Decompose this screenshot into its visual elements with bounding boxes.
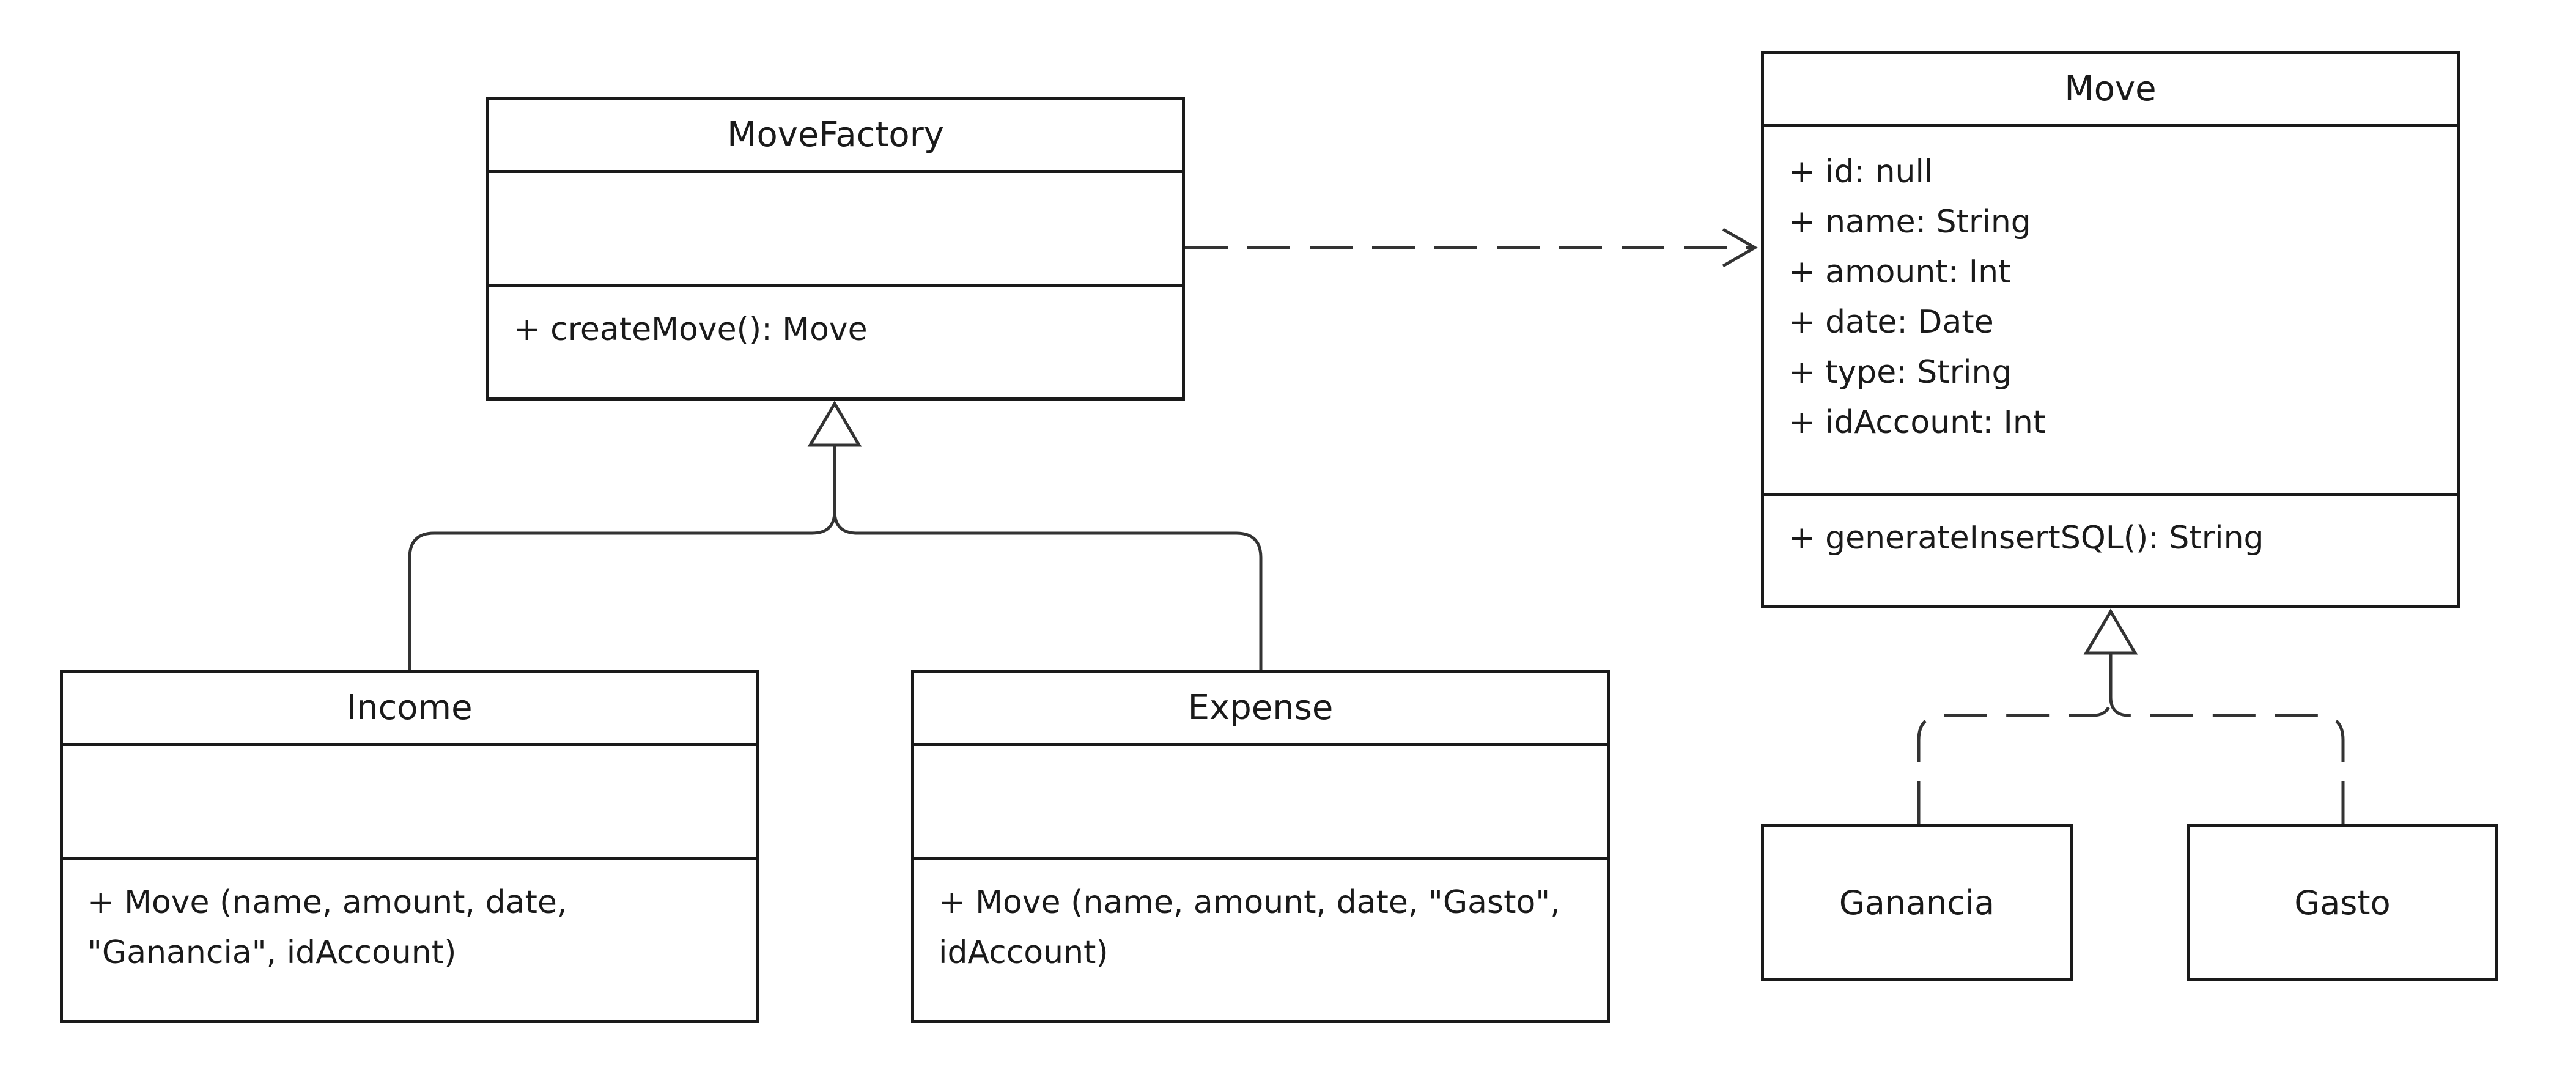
- generalization-connector-movefactory: [408, 401, 1263, 670]
- class-name: Expense: [914, 673, 1607, 746]
- operation-generate-insert-sql: + generateInsertSQL(): String: [1788, 520, 2264, 556]
- class-operations-section: + Move (name, amount, date, "Ganancia", …: [63, 860, 756, 978]
- class-operations-section: + Move (name, amount, date, "Gasto", idA…: [914, 860, 1607, 978]
- attribute-id-account: + idAccount: Int: [1788, 404, 2046, 441]
- class-attributes-section: + id: null + name: String + amount: Int …: [1764, 127, 2457, 496]
- dependency-arrow-movefactory-move: [1185, 227, 1759, 268]
- attribute-type: + type: String: [1788, 354, 2012, 391]
- attribute-date: + date: Date: [1788, 304, 1994, 341]
- class-ganancia[interactable]: Ganancia: [1761, 824, 2073, 981]
- realization-connector-move: [1917, 608, 2345, 824]
- class-attributes-section: [489, 173, 1182, 287]
- class-name: MoveFactory: [489, 100, 1182, 173]
- class-operations-section: + createMove(): Move: [489, 287, 1182, 355]
- class-move[interactable]: Move + id: null + name: String + amount:…: [1761, 51, 2460, 608]
- attribute-name: + name: String: [1788, 204, 2031, 240]
- class-attributes-section: [914, 746, 1607, 860]
- class-name: Move: [1764, 54, 2457, 127]
- class-name: Income: [63, 673, 756, 746]
- class-expense[interactable]: Expense + Move (name, amount, date, "Gas…: [911, 670, 1610, 1023]
- class-attributes-section: [63, 746, 756, 860]
- operation-move-constructor: + Move (name, amount, date, "Ganancia", …: [87, 884, 567, 971]
- attribute-id: + id: null: [1788, 153, 1933, 190]
- attribute-amount: + amount: Int: [1788, 254, 2011, 290]
- class-income[interactable]: Income + Move (name, amount, date, "Gana…: [60, 670, 759, 1023]
- class-gasto[interactable]: Gasto: [2187, 824, 2498, 981]
- operation-create-move: + createMove(): Move: [514, 311, 868, 348]
- class-movefactory[interactable]: MoveFactory + createMove(): Move: [486, 97, 1185, 401]
- operation-move-constructor: + Move (name, amount, date, "Gasto", idA…: [939, 884, 1560, 971]
- class-operations-section: + generateInsertSQL(): String: [1764, 496, 2457, 563]
